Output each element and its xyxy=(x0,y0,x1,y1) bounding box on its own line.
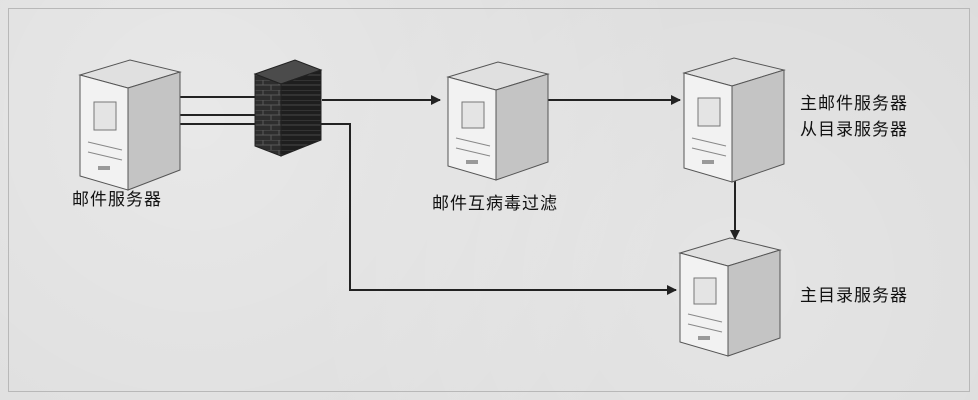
mail-server-icon xyxy=(78,59,182,191)
diagram-frame xyxy=(8,8,970,392)
primary-mail-label-line1: 主邮件服务器 xyxy=(800,94,908,114)
antivirus-label: 邮件互病毒过滤 xyxy=(432,194,558,214)
primary-mail-label-line2: 从目录服务器 xyxy=(800,120,908,140)
antivirus-server-icon xyxy=(446,61,550,181)
mail-server-to-directory-arrow xyxy=(178,123,677,295)
main-directory-server-icon xyxy=(678,237,782,357)
mail-server-label: 邮件服务器 xyxy=(72,190,162,210)
primary-mail-server-icon xyxy=(682,57,786,183)
main-directory-label: 主目录服务器 xyxy=(800,286,908,306)
firewall-icon xyxy=(253,59,323,157)
